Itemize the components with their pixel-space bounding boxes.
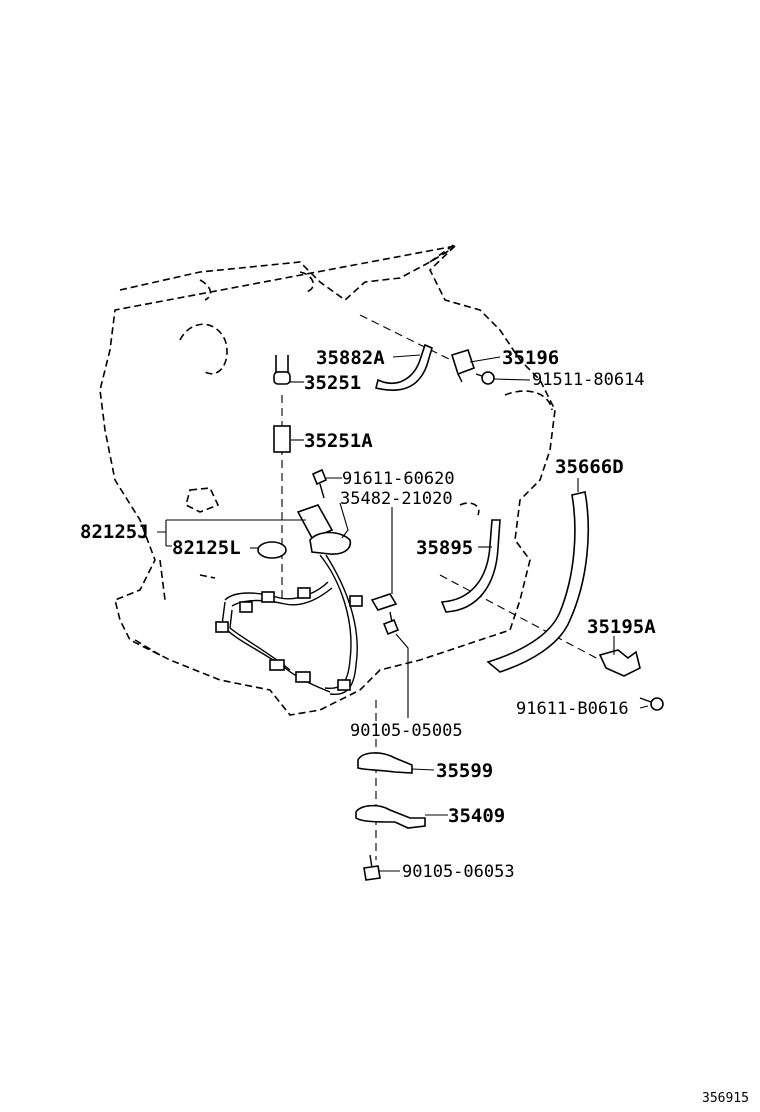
- bolt-91511-80614: [475, 371, 495, 385]
- label-35195A: 35195A: [587, 616, 656, 638]
- hose-35895: [440, 519, 501, 613]
- spring-35251A: [273, 425, 291, 453]
- label-35599: 35599: [436, 760, 493, 782]
- transmission-housing-outline: [99, 243, 556, 716]
- wire-harness: [215, 554, 398, 696]
- bracket-35599: [357, 752, 413, 774]
- vent-plug-35196: [450, 349, 476, 383]
- o-ring-82125L: [257, 541, 287, 559]
- label-91611-60620: 91611-60620: [342, 469, 455, 489]
- leader-lines: [157, 354, 649, 872]
- center-line-hose: [439, 574, 601, 661]
- vent-hose-35882A: [375, 343, 433, 392]
- hose-35666D: [486, 491, 590, 673]
- label-90105-05005: 90105-05005: [350, 721, 463, 741]
- label-91611-B0616: 91611-B0616: [516, 699, 629, 719]
- label-35666D: 35666D: [555, 456, 624, 478]
- label-35882A: 35882A: [316, 347, 385, 369]
- label-35409: 35409: [448, 805, 505, 827]
- label-82125J: 82125J: [80, 521, 149, 543]
- label-35482-21020: 35482-21020: [340, 489, 453, 509]
- sensor-body: [296, 504, 352, 555]
- label-35196: 35196: [502, 347, 559, 369]
- bolt-91611-B0616: [639, 697, 664, 711]
- label-82125L: 82125L: [172, 537, 241, 559]
- figure-number: 356915: [702, 1091, 749, 1106]
- plug-35251: [273, 355, 291, 385]
- bolt-90105-05005: [382, 611, 400, 636]
- clamp-35195A: [598, 649, 641, 677]
- bracket-35409: [355, 804, 426, 829]
- label-35895: 35895: [416, 537, 473, 559]
- label-35251A: 35251A: [304, 430, 373, 452]
- bolt-90105-06053: [363, 854, 381, 881]
- bolt-91611-60620: [311, 468, 328, 499]
- label-90105-06053: 90105-06053: [402, 862, 515, 882]
- label-35251: 35251: [304, 372, 361, 394]
- center-line-vent: [359, 314, 456, 363]
- label-91511-80614: 91511-80614: [532, 370, 645, 390]
